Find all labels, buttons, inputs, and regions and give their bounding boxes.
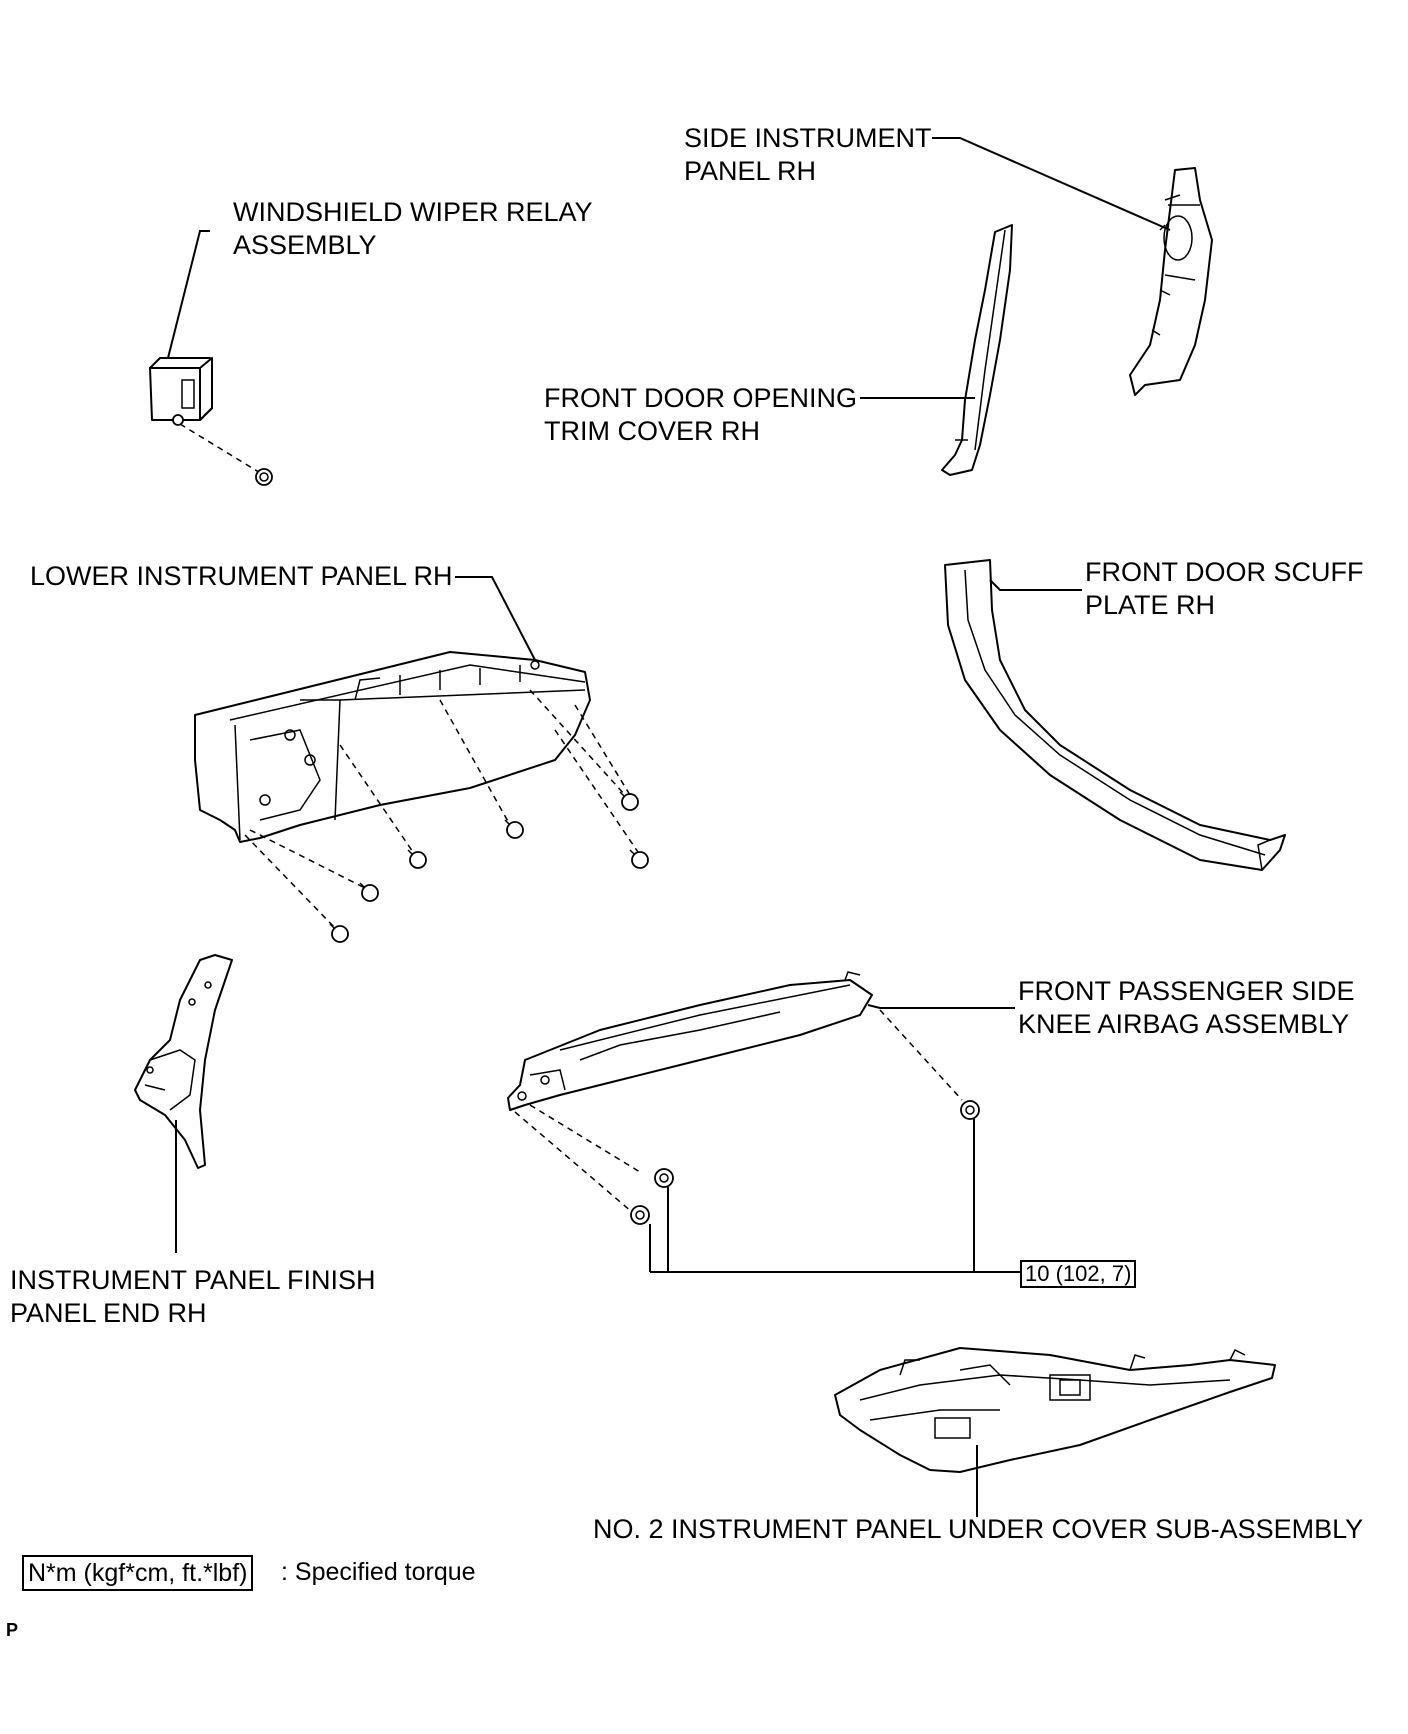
label-line: TRIM COVER RH <box>544 416 760 446</box>
label-line: INSTRUMENT PANEL FINISH <box>10 1265 376 1295</box>
relay-nut <box>255 468 273 486</box>
legend-torque-units-box: N*m (kgf*cm, ft.*lbf) <box>22 1555 254 1591</box>
torque-spec-box: 10 (102, 7) <box>1020 1260 1137 1288</box>
front-door-opening-trim-part <box>941 224 1013 476</box>
label-under-cover: NO. 2 INSTRUMENT PANEL UNDER COVER SUB-A… <box>593 1513 1363 1546</box>
side-instrument-panel-part <box>1129 167 1213 396</box>
finish-panel-end-part <box>134 954 233 1169</box>
label-lower-instrument-panel: LOWER INSTRUMENT PANEL RH <box>30 560 453 593</box>
lower-instrument-panel-part <box>194 651 591 843</box>
label-line: KNEE AIRBAG ASSEMBLY <box>1018 1009 1350 1039</box>
label-line: PLATE RH <box>1085 590 1216 620</box>
label-line: ASSEMBLY <box>233 230 377 260</box>
label-side-instrument-panel: SIDE INSTRUMENT PANEL RH <box>684 122 932 188</box>
label-line: NO. 2 INSTRUMENT PANEL UNDER COVER SUB-A… <box>593 1514 1364 1544</box>
glovebox-bolt <box>329 923 349 943</box>
label-line: FRONT DOOR OPENING <box>544 383 858 413</box>
airbag-bolt <box>960 1100 980 1120</box>
label-line: WINDSHIELD WIPER RELAY <box>233 197 593 227</box>
label-line: PANEL END RH <box>10 1298 207 1328</box>
windshield-wiper-relay-part <box>149 357 213 426</box>
legend-description: : Specified torque <box>281 1558 476 1586</box>
label-front-door-opening-trim: FRONT DOOR OPENING TRIM COVER RH <box>544 382 857 448</box>
label-line: FRONT PASSENGER SIDE <box>1018 976 1355 1006</box>
knee-airbag-part <box>507 971 873 1111</box>
airbag-bolt <box>654 1168 674 1188</box>
airbag-bolt <box>630 1205 650 1225</box>
under-cover-part <box>834 1347 1276 1473</box>
glovebox-bolt <box>407 849 427 869</box>
label-line: LOWER INSTRUMENT PANEL RH <box>30 561 453 591</box>
label-line: SIDE INSTRUMENT <box>684 123 932 153</box>
corner-mark: P <box>6 1620 19 1640</box>
label-line: FRONT DOOR SCUFF <box>1085 557 1364 587</box>
label-line: PANEL RH <box>684 156 817 186</box>
label-finish-panel-end: INSTRUMENT PANEL FINISH PANEL END RH <box>10 1264 376 1330</box>
glovebox-bolt <box>629 849 649 869</box>
label-front-door-scuff-plate: FRONT DOOR SCUFF PLATE RH <box>1085 556 1364 622</box>
glovebox-bolt <box>619 791 639 811</box>
label-windshield-wiper-relay: WINDSHIELD WIPER RELAY ASSEMBLY <box>233 196 593 262</box>
glovebox-bolt <box>504 819 524 839</box>
front-door-scuff-plate-part <box>944 559 1286 871</box>
glovebox-bolt <box>359 882 379 902</box>
label-knee-airbag: FRONT PASSENGER SIDE KNEE AIRBAG ASSEMBL… <box>1018 975 1355 1041</box>
